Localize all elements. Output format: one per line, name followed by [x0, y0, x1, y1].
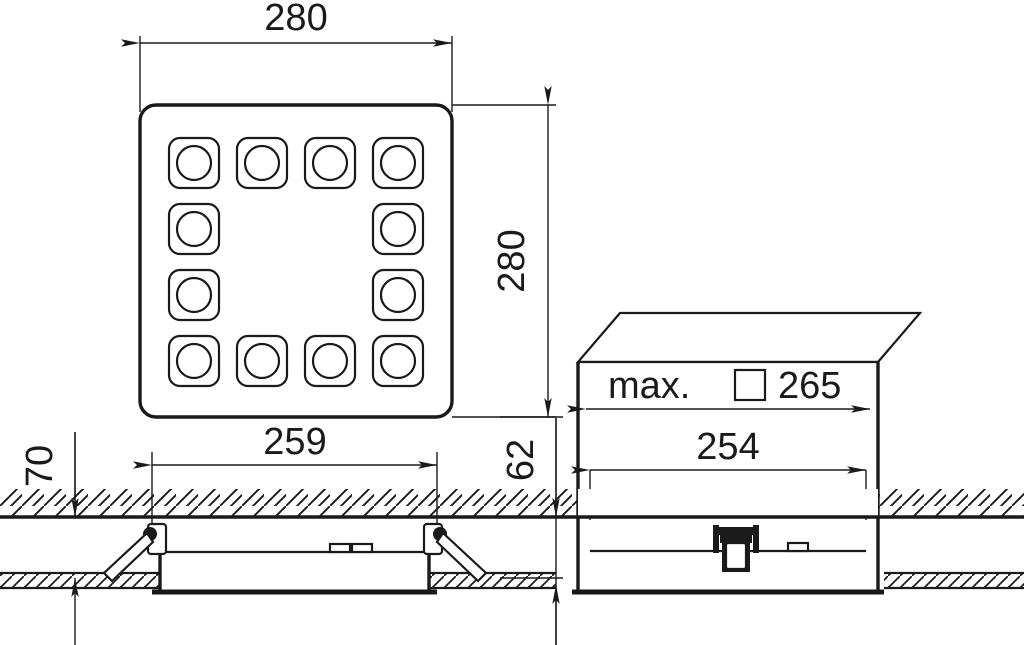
clip-arm [435, 531, 488, 583]
led-module [371, 136, 425, 190]
box-view-right: 62 max. 265 254 [500, 311, 1024, 645]
dimension-height-280: 280 [452, 86, 556, 418]
luminaire-housing-section [152, 528, 437, 595]
led-module [371, 334, 425, 388]
dimension-label-265: 265 [778, 365, 841, 407]
dimension-label-259: 259 [263, 421, 326, 463]
dimension-max-265: max. 265 [567, 365, 870, 413]
box-lid [575, 311, 923, 364]
dimension-254: 254 [571, 426, 867, 520]
spring-clip-right [422, 522, 488, 583]
dimension-label-max-prefix: max. [608, 365, 690, 407]
dimension-label-280-right: 280 [491, 229, 533, 292]
led-module [167, 268, 221, 322]
box-lid-face [575, 311, 923, 364]
terminal-tabs-left [328, 542, 374, 554]
dimension-label-254: 254 [696, 426, 759, 468]
connector-tab-right [753, 525, 759, 553]
led-module [235, 334, 289, 388]
ceiling-slab-hatch-right [556, 489, 1024, 519]
top-view: 280 [121, 0, 556, 419]
led-module [371, 268, 425, 322]
ceiling-board-left [0, 571, 556, 590]
led-module [303, 334, 357, 388]
dimension-width-280: 280 [121, 0, 453, 112]
led-module [167, 136, 221, 190]
ceiling-board-right [884, 571, 1024, 590]
led-module-group [167, 136, 425, 388]
led-module [371, 202, 425, 256]
clip-arm [102, 531, 155, 583]
connector-tab-left [713, 525, 719, 553]
connector-window [724, 541, 748, 571]
led-module [167, 202, 221, 256]
terminal-tab-right [786, 541, 810, 553]
led-module [303, 136, 357, 190]
terminal-block-connector [713, 525, 759, 572]
spring-clip-left [102, 522, 168, 583]
dimension-label-70: 70 [19, 445, 61, 487]
dimension-label-62: 62 [500, 439, 542, 481]
dimension-label-280-top: 280 [264, 0, 327, 39]
square-symbol-icon [733, 368, 767, 402]
led-module [235, 136, 289, 190]
ceiling-slab-hatch-left [0, 489, 556, 519]
section-view-left: 259 70 [0, 421, 556, 645]
connector-clip [720, 529, 752, 543]
led-module [167, 334, 221, 388]
